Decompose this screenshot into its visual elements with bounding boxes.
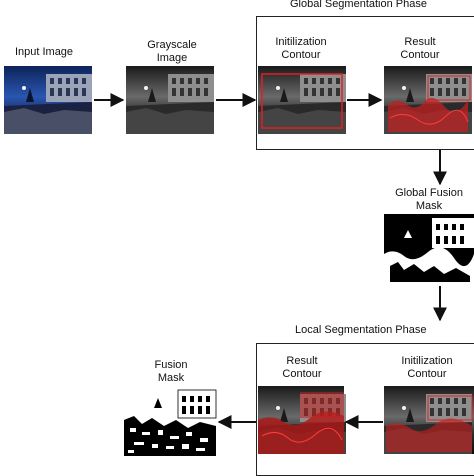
local-result-contour-image [258, 386, 346, 454]
input-image [4, 66, 92, 134]
local-phase-title: Local Segmentation Phase [295, 324, 427, 336]
global-segmentation-phase-box [256, 16, 474, 150]
global-result-contour-image [384, 66, 472, 134]
local-init-contour-label: Initilization Contour [401, 355, 453, 380]
flow-arrows [94, 93, 447, 429]
grayscale-image-label: Grayscale Image [147, 39, 197, 64]
global-init-contour-label: Initilization Contour [275, 36, 327, 61]
local-result-contour-label: Result Contour [282, 355, 322, 380]
global-init-contour-image [258, 66, 346, 134]
fusion-mask-image [124, 386, 217, 456]
global-fusion-mask-image [384, 214, 474, 282]
grayscale-image [126, 66, 214, 134]
global-phase-title: Global Segmentation Phase [290, 0, 427, 10]
global-fusion-mask-label: Global Fusion Mask [395, 187, 463, 212]
local-init-contour-image [384, 386, 474, 454]
global-result-contour-label: Result Contour [400, 36, 440, 61]
fusion-mask-label: Fusion Mask [154, 359, 188, 384]
input-image-label: Input Image [14, 46, 74, 58]
